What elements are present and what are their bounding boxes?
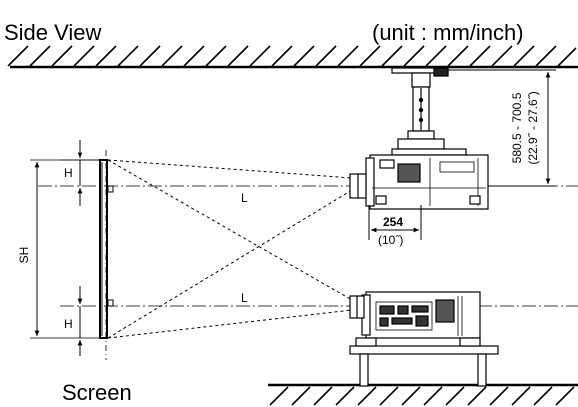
screen (99, 150, 114, 360)
mount-range-inch: (22.9˝ - 27.6˝) (526, 91, 540, 164)
ceiling-mount (391, 67, 467, 156)
unit-label: (unit : mm/inch) (372, 20, 524, 45)
depth-label-inch: (10˝) (378, 233, 403, 247)
l-label-upper: L (241, 191, 248, 205)
floor-projector (349, 291, 481, 339)
page-title: Side View (4, 20, 102, 45)
depth-label-mm: 254 (383, 215, 403, 229)
projection-lines (107, 159, 353, 339)
floor (268, 383, 578, 406)
ceiling-projector (349, 154, 489, 210)
sh-label: SH (17, 247, 31, 264)
l-label-lower: L (241, 291, 248, 305)
mount-range-mm: 580.5 - 700.5 (510, 92, 524, 163)
ceiling (7, 45, 578, 69)
mount-range-dimension (448, 69, 556, 187)
screen-label: Screen (62, 380, 132, 405)
h-label-lower: H (64, 317, 73, 331)
table (349, 337, 499, 387)
h-label-upper: H (64, 166, 73, 180)
depth-dimension (368, 205, 422, 240)
